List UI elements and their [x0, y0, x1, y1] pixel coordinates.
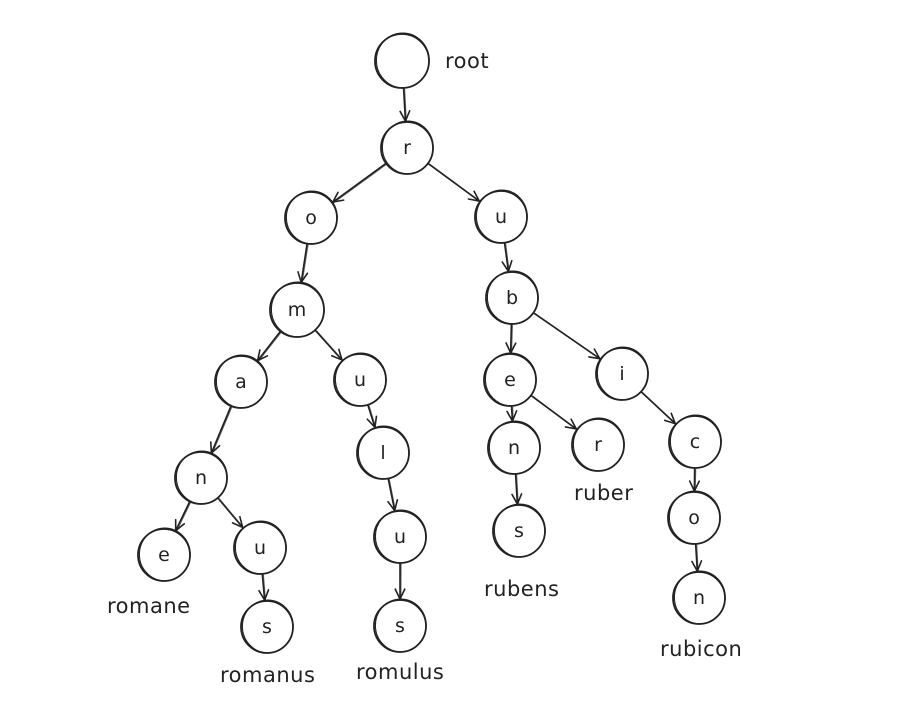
node-char: s — [262, 616, 272, 638]
trie-node-c: c — [668, 414, 722, 469]
trie-node-e1: e — [483, 352, 537, 407]
trie-node-s2: s — [240, 599, 294, 654]
edge-e1-r2 — [530, 395, 578, 431]
trie-node-l: l — [356, 425, 410, 480]
edge-u4-s3 — [394, 563, 406, 601]
word-label-romanus: romanus — [220, 663, 315, 687]
trie-node-n3: n — [672, 570, 726, 625]
trie-node-u4: u — [373, 509, 427, 564]
edge-u2-l — [366, 404, 378, 430]
edge-o-m — [297, 243, 309, 285]
word-label-romulus: romulus — [356, 660, 444, 684]
trie-node-u3: u — [233, 520, 287, 575]
edge-n1-u3 — [217, 497, 244, 529]
edge-m-u2 — [314, 330, 344, 362]
trie-node-n1: n — [174, 450, 228, 505]
edge-l-u4 — [387, 478, 399, 513]
node-char: l — [380, 442, 385, 464]
edges-layer — [174, 88, 703, 602]
node-char: e — [158, 544, 170, 566]
trie-node-o: o — [284, 190, 338, 245]
trie-node-e2: e — [137, 527, 191, 582]
trie-node-s1: s — [492, 503, 546, 558]
node-char: r — [403, 137, 411, 159]
trie-node-a: a — [214, 354, 268, 409]
edge-i-c — [640, 391, 677, 425]
node-char: n — [693, 587, 705, 609]
trie-node-u2: u — [333, 352, 387, 407]
node-char: u — [394, 526, 406, 548]
edge-c-o2 — [688, 468, 701, 493]
edge-r-o — [331, 163, 387, 204]
edge-m-a — [256, 331, 282, 363]
edge-e1-n2 — [506, 406, 518, 423]
trie-node-u1: u — [474, 189, 528, 244]
node-char: s — [395, 615, 405, 637]
edge-root-r — [399, 88, 411, 123]
trie-node-o2: o — [667, 490, 721, 545]
edge-a-n1 — [209, 406, 233, 455]
node-char: u — [254, 537, 266, 559]
edge-n2-s1 — [511, 474, 523, 506]
trie-node-r2: r — [571, 417, 625, 472]
trie-node-r: r — [380, 120, 434, 175]
trie-node-s3: s — [373, 598, 427, 653]
node-char: e — [504, 369, 516, 391]
edge-r-u1 — [427, 163, 481, 203]
node-char: o — [305, 207, 317, 229]
node-char: a — [235, 371, 247, 393]
edge-b-e1 — [505, 324, 517, 355]
root-label: root — [445, 49, 489, 73]
word-label-ruber: ruber — [574, 481, 633, 505]
word-label-romane: romane — [107, 594, 191, 618]
node-char: b — [506, 287, 518, 309]
trie-node-n2: n — [487, 420, 541, 475]
root-node — [374, 32, 430, 89]
edge-n1-e2 — [174, 501, 191, 533]
node-char: u — [495, 206, 507, 228]
node-char: r — [594, 434, 602, 456]
edge-o2-n3 — [691, 544, 703, 573]
edge-u3-s2 — [258, 574, 270, 602]
node-char: n — [508, 437, 520, 459]
node-char: n — [195, 467, 207, 489]
edge-u1-b — [501, 242, 513, 274]
node-char: m — [288, 299, 307, 321]
word-label-rubicon: rubicon — [660, 637, 742, 661]
trie-node-i: i — [595, 346, 649, 401]
node-char: c — [690, 431, 700, 453]
nodes-layer: r o u m b a u e i n l n r c e u u s o s s n — [137, 32, 726, 654]
node-char: i — [619, 363, 624, 385]
edge-b-i — [533, 312, 602, 360]
trie-node-b: b — [485, 270, 539, 325]
trie-node-m: m — [269, 281, 325, 338]
node-char: u — [354, 369, 366, 391]
node-char: o — [688, 507, 700, 529]
word-label-rubens: rubens — [484, 577, 559, 601]
node-char: s — [514, 520, 524, 542]
